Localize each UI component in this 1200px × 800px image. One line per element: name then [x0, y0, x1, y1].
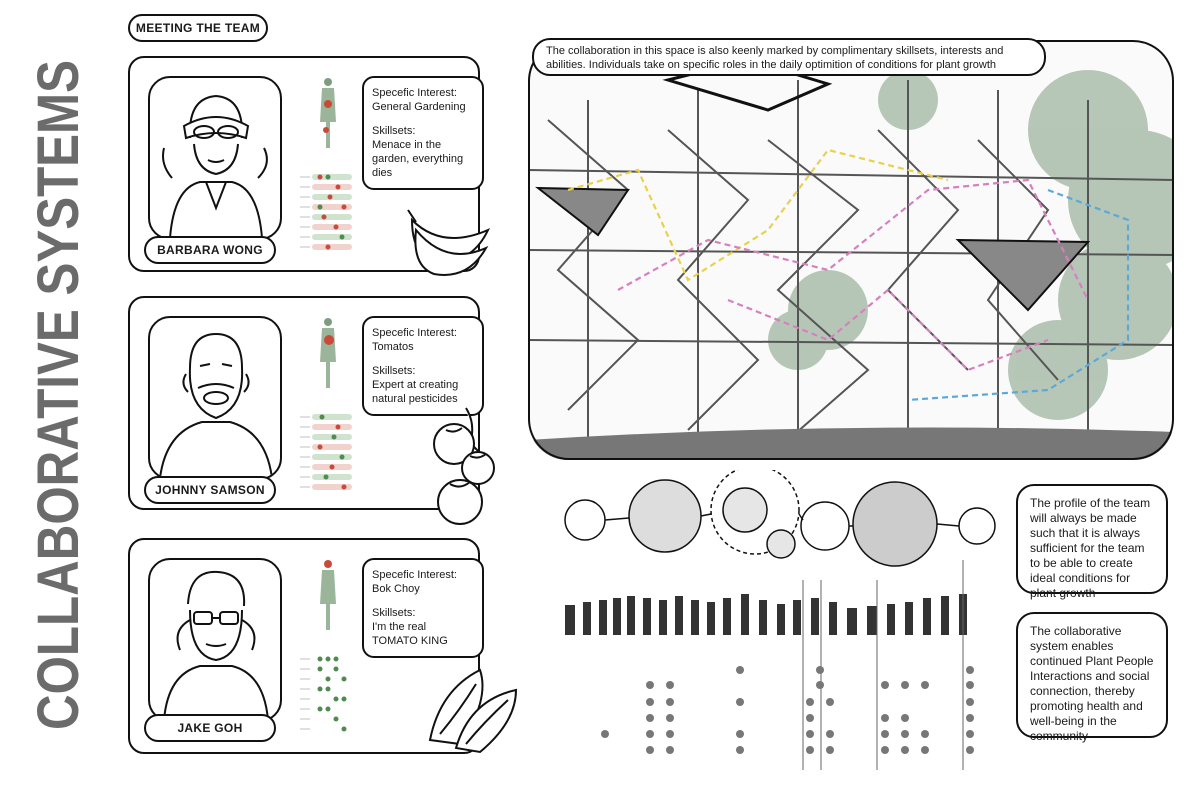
interest-label: Specefic Interest:: [372, 327, 457, 339]
portrait-drawing: [163, 570, 269, 720]
team-member-name: BARBARA WONG: [144, 236, 276, 264]
process-node: [852, 481, 938, 567]
process-node: [800, 501, 850, 551]
process-diagram: [564, 470, 996, 770]
process-node: [958, 507, 996, 545]
skills-label: Skillsets:: [372, 365, 416, 377]
process-node: [710, 470, 800, 555]
process-node: [564, 499, 606, 541]
section-caption: The collaboration in this space is also …: [532, 38, 1046, 76]
interest-chart-graphic: [300, 78, 352, 250]
page-title: COLLABORATIVE SYSTEMS: [30, 60, 90, 730]
interest-chart-graphic: [300, 560, 347, 732]
member-info-box: Specefic Interest: Bok Choy Skillsets: I…: [362, 558, 484, 658]
team-member-name-text: JAKE GOH: [177, 721, 243, 735]
portrait-drawing: [162, 94, 268, 238]
interest-chart-graphic: [300, 318, 352, 490]
interest-label: Specefic Interest:: [372, 87, 457, 99]
team-card-barbara: BARBARA WONG: [128, 56, 484, 272]
team-card-jake: JAKE GOH Specefic Interest: [128, 538, 484, 754]
team-profile-note-text: The profile of the team will always be m…: [1030, 496, 1151, 600]
bok-choy-icon: [428, 668, 518, 754]
skills-block: Skillsets: Expert at creating natural pe…: [372, 364, 474, 406]
avatar: [148, 76, 282, 240]
interest-value: Tomatos: [372, 341, 414, 353]
skills-value: I'm the real TOMATO KING: [372, 621, 448, 647]
team-member-name: JAKE GOH: [144, 714, 276, 742]
interest-value: Bok Choy: [372, 583, 420, 595]
page-title-text: COLLABORATIVE SYSTEMS: [30, 60, 90, 730]
skills-block: Skillsets: I'm the real TOMATO KING: [372, 606, 474, 648]
tomato-icon: [433, 407, 495, 525]
section-caption-text: The collaboration in this space is also …: [546, 45, 1004, 71]
skills-value: Expert at creating natural pesticides: [372, 379, 459, 405]
team-profile-note: The profile of the team will always be m…: [1016, 484, 1168, 600]
portrait-drawing: [159, 332, 273, 478]
member-info-box: Specefic Interest: Tomatos Skillsets: Ex…: [362, 316, 484, 416]
team-member-name: JOHNNY SAMSON: [144, 476, 276, 504]
avatar: [148, 558, 282, 722]
process-node: [628, 479, 702, 553]
process-node: [722, 487, 768, 533]
process-node: [766, 529, 796, 559]
banana-icon: [407, 209, 491, 276]
human-figure-row: [565, 594, 967, 635]
meeting-the-team-text: MEETING THE TEAM: [135, 21, 261, 35]
skills-label: Skillsets:: [372, 607, 416, 619]
building-section-drawing: [528, 40, 1174, 460]
collaborative-system-note-text: The collaborative system enables continu…: [1030, 624, 1154, 743]
skills-block: Skillsets: Menace in the garden, everyth…: [372, 124, 474, 180]
team-card-johnny: JOHNNY SAMSON: [128, 296, 484, 510]
activity-dot-matrix: [601, 666, 974, 754]
interest-block: Specefic Interest: General Gardening: [372, 86, 474, 114]
team-member-name-text: BARBARA WONG: [157, 243, 263, 257]
collaborative-system-note: The collaborative system enables continu…: [1016, 612, 1168, 743]
meeting-the-team-label: MEETING THE TEAM: [128, 14, 268, 42]
team-member-name-text: JOHNNY SAMSON: [155, 483, 265, 497]
interest-label: Specefic Interest:: [372, 569, 457, 581]
member-info-box: Specefic Interest: General Gardening Ski…: [362, 76, 484, 190]
interest-block: Specefic Interest: Bok Choy: [372, 568, 474, 596]
skills-label: Skillsets:: [372, 125, 416, 137]
interest-value: General Gardening: [372, 101, 466, 113]
skills-value: Menace in the garden, everything dies: [372, 139, 464, 179]
interest-block: Specefic Interest: Tomatos: [372, 326, 474, 354]
avatar: [148, 316, 282, 480]
